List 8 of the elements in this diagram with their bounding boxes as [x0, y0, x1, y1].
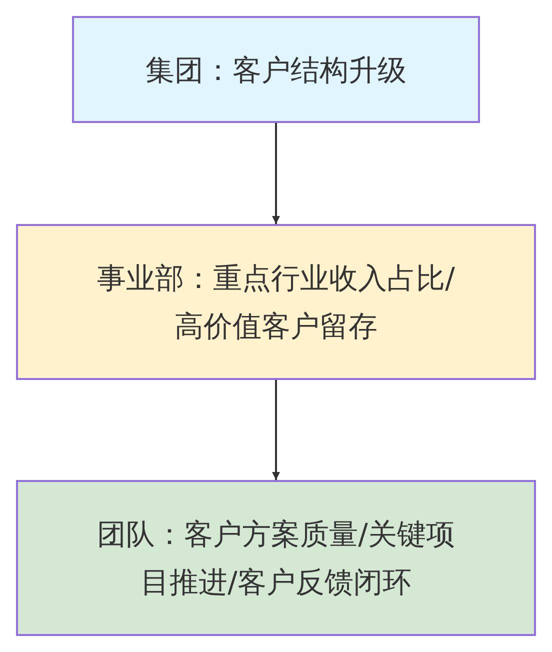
- arrow: [272, 123, 280, 224]
- box-label: 集团：客户结构升级: [144, 52, 408, 88]
- arrow: [272, 380, 280, 480]
- process-box: [16, 224, 536, 380]
- box-label: 事业部：重点行业收入占比/高价值客户留存: [96, 260, 456, 345]
- box-label: 团队：客户方案质量/关键项目推进/客户反馈闭环: [96, 516, 456, 601]
- process-box: [72, 16, 480, 123]
- process-box: [16, 480, 536, 636]
